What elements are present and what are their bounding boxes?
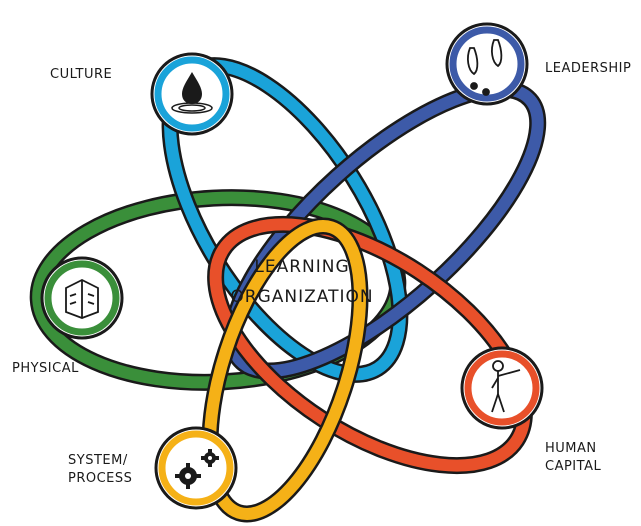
leadership-label: LEADERSHIP — [545, 61, 631, 76]
center-label-line2: ORGANIZATION — [230, 287, 373, 307]
leadership-node: LEADERSHIP — [445, 22, 631, 106]
system-process-loop — [201, 217, 369, 523]
system-process-node: SYSTEM/ PROCESS — [68, 426, 238, 510]
building-icon — [65, 278, 99, 319]
center-label: LEARNING ORGANIZATION — [230, 257, 373, 307]
water-drop-icon — [171, 72, 213, 114]
culture-node: CULTURE — [50, 52, 234, 136]
human-capital-label-line1: HUMAN — [545, 441, 597, 456]
physical-label: PHYSICAL — [12, 361, 79, 376]
system-process-label-line1: SYSTEM/ — [68, 453, 128, 468]
culture-label: CULTURE — [50, 67, 112, 82]
person-pointing-icon — [491, 360, 521, 413]
system-process-label-line2: PROCESS — [68, 471, 132, 486]
human-capital-loop — [207, 215, 533, 475]
gears-icon — [175, 449, 219, 489]
human-capital-node: HUMAN CAPITAL — [460, 346, 601, 474]
footprints-icon — [467, 39, 503, 96]
physical-node: PHYSICAL — [12, 256, 124, 376]
human-capital-label-line2: CAPITAL — [545, 459, 601, 474]
center-label-line1: LEARNING — [254, 257, 349, 277]
